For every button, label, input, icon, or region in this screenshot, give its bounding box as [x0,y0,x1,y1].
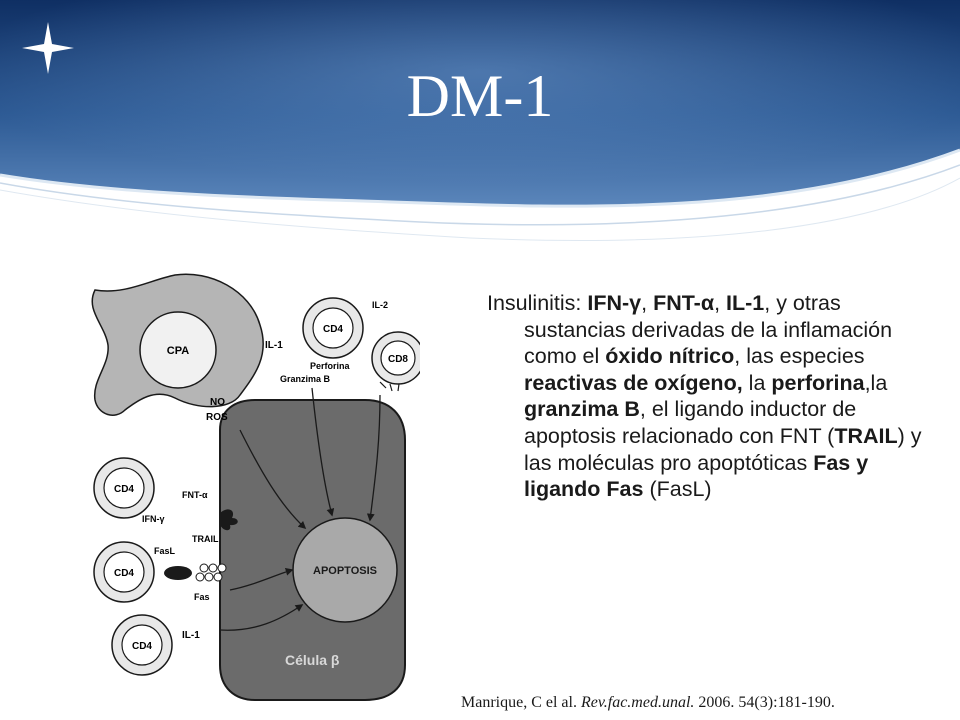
slide-title: DM-1 [406,63,554,129]
bold-fas: Fas y ligando Fas [524,450,869,502]
bold-perforina: perforina [771,370,865,395]
cd4-label-top: CD4 [323,324,343,335]
bold-granzima: granzima B [524,397,640,422]
arrow-il1-to-apoptosis [219,604,304,631]
trail-receptor [220,509,238,531]
fas-label: Fas [194,592,210,602]
cell-label: Célula β [285,652,340,668]
text-span: Insulinitis: [487,291,588,315]
arrow-cpa-to-apoptosis [239,429,307,530]
text-span: , y otras sustancias derivadas de la inf… [524,291,893,369]
apoptosis-diagram: CPA APOPTOSIS Célula β CD4 IL-2 CD8 CD4 … [91,273,420,701]
cd4-label-2: CD4 [114,568,134,579]
text-span: , el ligando inductor de apoptosis relac… [524,397,857,448]
cd4-cell-top-inner [312,307,354,349]
text-span: , [714,291,727,315]
bold-fnt: FNT-α [653,291,715,315]
arrow-cd8-to-apoptosis [366,394,381,522]
cpa-nucleus [139,311,217,389]
citation: Manrique, C el al. Rev.fac.med.unal. 200… [461,694,835,712]
no-label: NO [210,397,225,408]
cd8-label: CD8 [388,354,408,365]
star-logo-icon [22,22,74,74]
trail-label: TRAIL [192,534,219,544]
ifn-label: IFN-γ [142,514,165,524]
cd4-cell-1-inner [103,467,145,509]
fas-receptors [195,563,227,582]
bold-reactivas: reactivas de oxígeno, [524,370,743,395]
cd4-cell-3-inner [121,624,163,666]
text-span: la [742,370,772,395]
text-span: , las especies [734,344,865,369]
arrow-fas-to-apoptosis [229,568,294,591]
cd4-label-3: CD4 [132,641,152,652]
fnt-label: FNT-α [182,490,208,500]
il1-label-top: IL-1 [265,340,283,351]
bold-ifn: IFN-γ [587,291,642,315]
citation-journal: Rev.fac.med.unal. [580,694,695,711]
text-span: (FasL) [643,477,712,502]
citation-author: Manrique, C el al. [461,694,581,711]
header-band [0,0,960,241]
perforina-label: Perforina [310,361,351,371]
cd4-label-1: CD4 [114,484,134,495]
cd4-cell-2-inner [103,551,145,593]
text-span: ,la [864,370,888,395]
granzima-label: Granzima B [280,374,331,384]
ros-label: ROS [206,412,228,423]
insulinitis-bullet: Insulinitis: IFN-γ, FNT-α, IL-1, y otras… [487,290,944,503]
bold-oxido-nitrico: óxido nítrico [605,344,735,369]
fasl-label: FasL [154,546,176,556]
cd8-granules [379,381,400,392]
cd8-cell-inner [380,340,416,376]
bold-trail: TRAIL [834,423,898,448]
bold-il1: IL-1 [726,291,765,315]
text-span: , [641,291,654,315]
cpa-label: CPA [167,345,189,357]
il2-label: IL-2 [372,300,388,310]
citation-details: 2006. 54(3):181-190. [694,694,835,711]
text-span: ) y las moléculas pro apoptóticas [524,423,922,475]
fasl-ligand [164,566,192,580]
apoptosis-label: APOPTOSIS [313,565,377,577]
il1-label-bottom: IL-1 [182,630,200,641]
arrow-cd4-to-apoptosis [311,387,335,517]
